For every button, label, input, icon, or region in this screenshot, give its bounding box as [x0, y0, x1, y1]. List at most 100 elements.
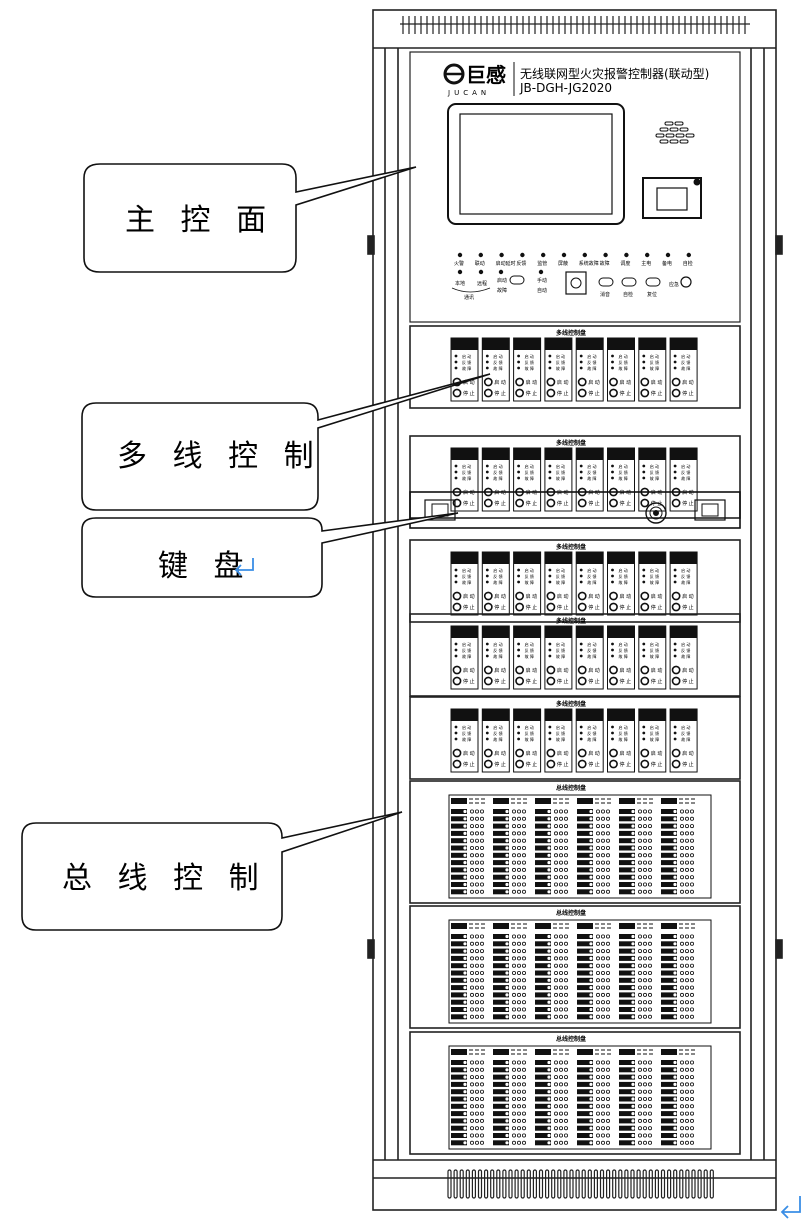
bus-row-switch[interactable]: [493, 1125, 509, 1131]
bus-row-switch[interactable]: [577, 1014, 593, 1020]
stop-button[interactable]: [483, 676, 493, 686]
bus-row-switch[interactable]: [493, 985, 509, 991]
bus-row-switch[interactable]: [535, 889, 551, 895]
start-button[interactable]: [515, 377, 524, 387]
bus-row-switch[interactable]: [619, 1014, 635, 1020]
stop-button[interactable]: [515, 759, 524, 769]
bus-row-switch[interactable]: [661, 1140, 677, 1146]
bus-row-switch[interactable]: [577, 970, 593, 976]
bus-row-switch[interactable]: [535, 1014, 551, 1020]
start-button[interactable]: [640, 748, 650, 758]
bus-row-switch[interactable]: [619, 823, 635, 829]
stop-button[interactable]: [546, 498, 556, 508]
bus-row-switch[interactable]: [493, 934, 509, 939]
bus-row-switch[interactable]: [493, 1103, 509, 1109]
start-button[interactable]: [609, 665, 618, 675]
bus-row-switch[interactable]: [451, 860, 467, 866]
start-button[interactable]: [609, 377, 618, 387]
bus-row-switch[interactable]: [535, 948, 551, 954]
bus-row-switch[interactable]: [535, 1133, 551, 1138]
bus-row-switch[interactable]: [577, 1007, 593, 1012]
bus-row-switch[interactable]: [535, 1103, 551, 1109]
bus-row-switch[interactable]: [661, 955, 677, 961]
bus-row-switch[interactable]: [493, 1007, 509, 1012]
bus-row-switch[interactable]: [619, 867, 635, 873]
bus-row-switch[interactable]: [493, 977, 509, 983]
bus-row-switch[interactable]: [451, 970, 467, 976]
bus-row-switch[interactable]: [619, 838, 635, 844]
bus-row-switch[interactable]: [577, 867, 593, 873]
bus-row-switch[interactable]: [661, 1007, 677, 1012]
bus-row-switch[interactable]: [619, 1103, 635, 1109]
bus-row-switch[interactable]: [451, 963, 467, 969]
start-button[interactable]: [577, 665, 587, 675]
bus-row-switch[interactable]: [451, 845, 467, 851]
bus-row-switch[interactable]: [661, 977, 677, 983]
bus-row-switch[interactable]: [493, 860, 509, 866]
bus-row-switch[interactable]: [535, 860, 551, 866]
bus-row-switch[interactable]: [535, 963, 551, 969]
start-button[interactable]: [577, 591, 587, 601]
bus-row-switch[interactable]: [577, 1089, 593, 1095]
start-button[interactable]: [640, 591, 650, 601]
stop-button[interactable]: [671, 759, 681, 769]
start-button[interactable]: [452, 748, 462, 758]
bus-row-switch[interactable]: [619, 1081, 635, 1087]
bus-row-switch[interactable]: [451, 1081, 467, 1087]
bus-row-switch[interactable]: [577, 941, 593, 947]
stop-button[interactable]: [452, 759, 462, 769]
stop-button[interactable]: [640, 602, 650, 612]
bus-row-switch[interactable]: [577, 1140, 593, 1146]
bus-row-switch[interactable]: [451, 934, 467, 939]
bus-row-switch[interactable]: [535, 1111, 551, 1117]
bus-row-switch[interactable]: [493, 963, 509, 969]
bus-row-switch[interactable]: [577, 845, 593, 851]
bus-row-switch[interactable]: [535, 1089, 551, 1095]
bus-row-switch[interactable]: [661, 934, 677, 939]
selfcheck-button[interactable]: [621, 277, 637, 287]
bus-row-switch[interactable]: [619, 941, 635, 947]
bus-row-switch[interactable]: [661, 823, 677, 829]
bus-row-switch[interactable]: [619, 1096, 635, 1102]
bus-row-switch[interactable]: [493, 999, 509, 1005]
bus-row-switch[interactable]: [619, 970, 635, 976]
start-button[interactable]: [483, 591, 493, 601]
bus-row-switch[interactable]: [577, 816, 593, 822]
stop-button[interactable]: [515, 602, 524, 612]
stop-button[interactable]: [671, 676, 681, 686]
bus-row-switch[interactable]: [577, 1074, 593, 1080]
start-button[interactable]: [515, 748, 524, 758]
bus-row-switch[interactable]: [577, 1118, 593, 1124]
emergency-knob[interactable]: [680, 276, 692, 288]
bus-row-switch[interactable]: [577, 889, 593, 895]
stop-button[interactable]: [515, 676, 524, 686]
bus-row-switch[interactable]: [451, 852, 467, 858]
bus-row-switch[interactable]: [577, 985, 593, 991]
bus-row-switch[interactable]: [661, 845, 677, 851]
start-button[interactable]: [577, 748, 587, 758]
bus-row-switch[interactable]: [619, 934, 635, 939]
bus-row-switch[interactable]: [577, 1125, 593, 1131]
bus-row-switch[interactable]: [619, 1060, 635, 1065]
bus-row-switch[interactable]: [493, 809, 509, 814]
bus-row-switch[interactable]: [619, 955, 635, 961]
bus-row-switch[interactable]: [661, 838, 677, 844]
bus-row-switch[interactable]: [577, 874, 593, 880]
bus-row-switch[interactable]: [661, 1103, 677, 1109]
bus-row-switch[interactable]: [535, 1118, 551, 1124]
bus-row-switch[interactable]: [577, 999, 593, 1005]
stop-button[interactable]: [671, 388, 681, 398]
bus-row-switch[interactable]: [451, 1103, 467, 1109]
key-switch[interactable]: [565, 271, 587, 295]
bus-row-switch[interactable]: [535, 867, 551, 873]
stop-button[interactable]: [452, 388, 462, 398]
bus-row-switch[interactable]: [577, 823, 593, 829]
bus-row-switch[interactable]: [451, 889, 467, 895]
start-button[interactable]: [609, 591, 618, 601]
bus-row-switch[interactable]: [577, 948, 593, 954]
stop-button[interactable]: [577, 388, 587, 398]
bus-row-switch[interactable]: [451, 874, 467, 880]
bus-row-switch[interactable]: [493, 955, 509, 961]
bus-row-switch[interactable]: [661, 1133, 677, 1138]
stop-button[interactable]: [609, 498, 618, 508]
